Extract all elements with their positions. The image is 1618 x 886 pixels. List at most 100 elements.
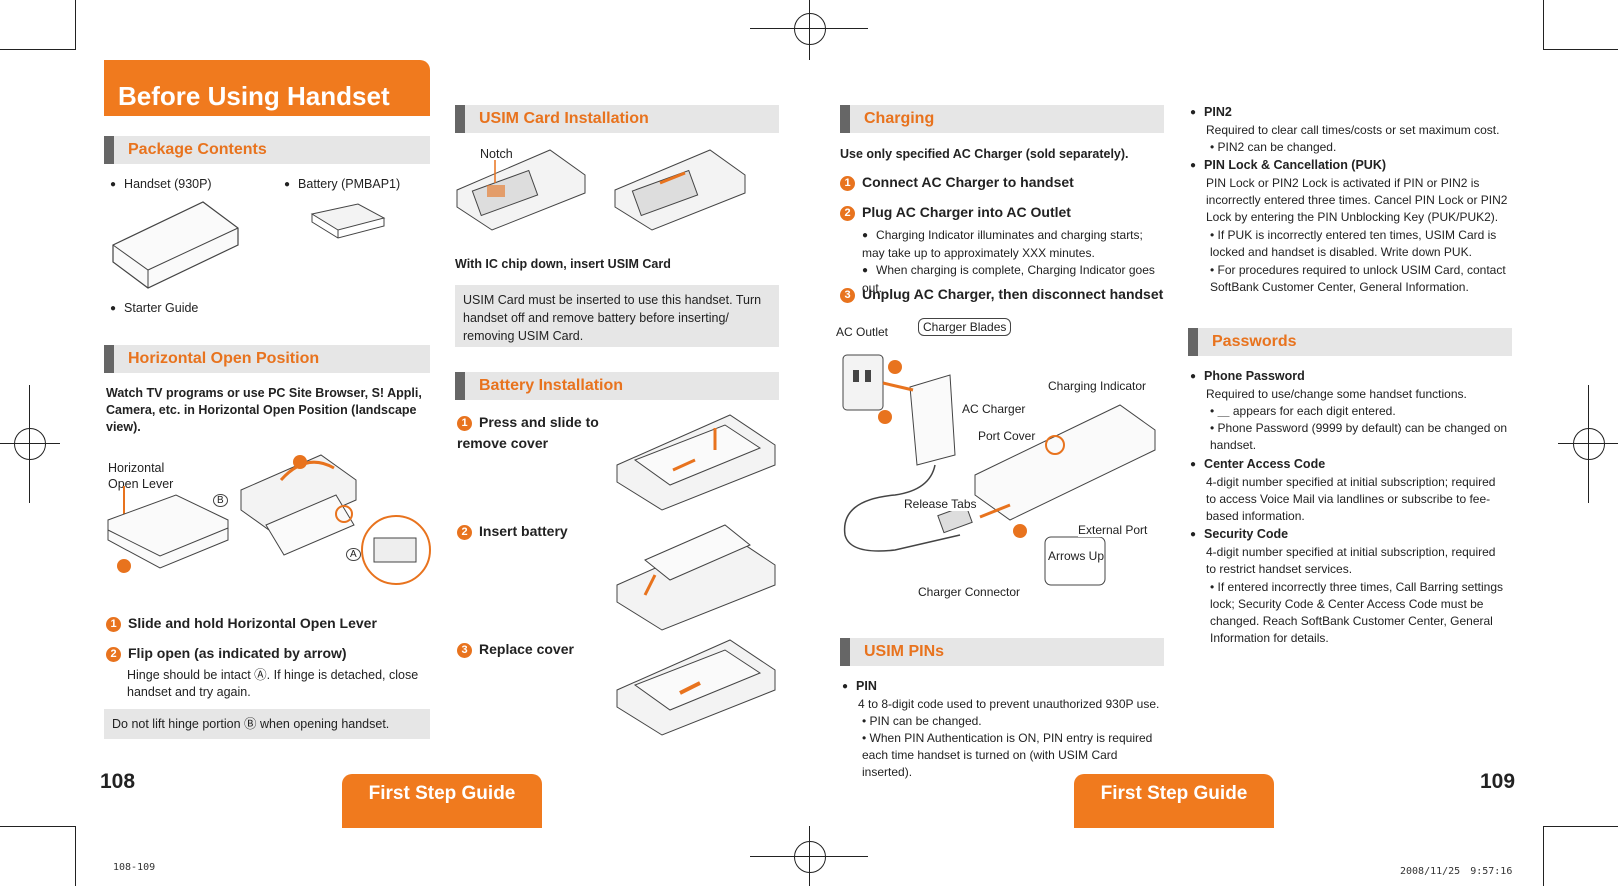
crop-mark bbox=[1543, 49, 1618, 50]
registration-mark bbox=[794, 841, 826, 873]
security-code-bullet-1: • If entered incorrectly three times, Ca… bbox=[1210, 580, 1503, 645]
lock-bullet-2-text: For procedures required to unlock USIM C… bbox=[1210, 263, 1506, 294]
package-item-battery: Battery (PMBAP1) bbox=[284, 176, 400, 194]
crop-mark bbox=[75, 826, 76, 886]
section-heading-package-contents: Package Contents bbox=[104, 136, 430, 164]
lock-title: PIN Lock & Cancellation (PUK) bbox=[1190, 157, 1386, 175]
battery-step-1-text: Press and slide to remove cover bbox=[457, 414, 599, 451]
lock-bullet-1: • If PUK is incorrectly entered ten time… bbox=[1210, 228, 1497, 259]
horizontal-step-2-text: Flip open (as indicated by arrow) bbox=[128, 645, 347, 661]
pin2-bullet-1-text: PIN2 can be changed. bbox=[1217, 140, 1337, 154]
page-number-left: 108 bbox=[100, 770, 136, 793]
label-release-tabs: Release Tabs bbox=[904, 497, 977, 511]
battery-cover-replace-illustration bbox=[616, 639, 776, 736]
usim-instruction: With IC chip down, insert USIM Card bbox=[455, 257, 671, 271]
handset-closed-illustration bbox=[112, 201, 239, 289]
pin2-bullet-1: • PIN2 can be changed. bbox=[1210, 140, 1337, 154]
page-title: Before Using Handset bbox=[104, 60, 430, 116]
pin-title: PIN bbox=[842, 678, 877, 696]
footer-tab-right: First Step Guide bbox=[1074, 774, 1274, 828]
registration-mark bbox=[1573, 428, 1605, 460]
charging-step-2-text: Plug AC Charger into AC Outlet bbox=[862, 204, 1071, 220]
horizontal-intro: Watch TV programs or use PC Site Browser… bbox=[106, 386, 422, 434]
label-arrows-up: Arrows Up bbox=[1048, 549, 1105, 563]
package-item-starter-guide: Starter Guide bbox=[110, 300, 198, 318]
charging-bullet-2: When charging is complete, Charging Indi… bbox=[862, 262, 1162, 297]
horizontal-open-illustration bbox=[107, 454, 431, 585]
hinge-mark-a: A bbox=[346, 548, 361, 561]
section-heading-passwords: Passwords bbox=[1188, 328, 1512, 356]
phone-password-bullet-2-text: Phone Password (9999 by default) can be … bbox=[1210, 421, 1508, 452]
phone-password-bullet-1-text: ＿ appears for each digit entered. bbox=[1217, 404, 1396, 418]
registration-mark bbox=[14, 428, 46, 460]
pin-bullet-1: • PIN can be changed. bbox=[862, 714, 982, 728]
label-charger-blades: Charger Blades bbox=[918, 318, 1012, 336]
center-access-title: Center Access Code bbox=[1190, 456, 1325, 474]
charging-intro: Use only specified AC Charger (sold sepa… bbox=[840, 147, 1129, 161]
security-code-desc: 4-digit number specified at initial subs… bbox=[1206, 545, 1496, 576]
phone-password-bullet-1: • ＿ appears for each digit entered. bbox=[1210, 404, 1396, 418]
file-label: 108-109 bbox=[113, 862, 156, 873]
battery-insert-illustration bbox=[616, 524, 776, 631]
charging-bullet-1: Charging Indicator illuminates and charg… bbox=[862, 227, 1162, 262]
label-charging-indicator: Charging Indicator bbox=[1048, 379, 1147, 393]
page-number-right: 109 bbox=[1480, 770, 1516, 793]
battery-illustration bbox=[310, 203, 386, 239]
label-ac-charger: AC Charger bbox=[962, 402, 1026, 416]
section-heading-usim-installation: USIM Card Installation bbox=[455, 105, 779, 133]
battery-step-3-text: Replace cover bbox=[479, 641, 574, 657]
label-ac-outlet: AC Outlet bbox=[836, 325, 889, 339]
pin-bullet-2: • When PIN Authentication is ON, PIN ent… bbox=[862, 731, 1153, 779]
crop-mark bbox=[0, 49, 75, 50]
hinge-mark-b: B bbox=[213, 494, 228, 507]
center-access-desc: 4-digit number specified at initial subs… bbox=[1206, 475, 1496, 523]
pin-bullet-2-text: When PIN Authentication is ON, PIN entry… bbox=[862, 731, 1153, 779]
section-heading-charging: Charging bbox=[840, 105, 1164, 133]
phone-password-bullet-2: • Phone Password (9999 by default) can b… bbox=[1210, 421, 1508, 452]
crop-mark bbox=[1543, 0, 1544, 50]
label-charger-connector: Charger Connector bbox=[918, 585, 1021, 599]
package-item-handset: Handset (930P) bbox=[110, 176, 212, 194]
section-heading-battery-installation: Battery Installation bbox=[455, 372, 779, 400]
charging-step-3-text: Unplug AC Charger, then disconnect hands… bbox=[862, 286, 1164, 302]
crop-mark bbox=[1543, 826, 1618, 827]
section-heading-horizontal-open: Horizontal Open Position bbox=[104, 345, 430, 373]
charging-step-1-text: Connect AC Charger to handset bbox=[862, 174, 1074, 190]
battery-cover-remove-illustration bbox=[616, 414, 776, 511]
section-heading-usim-pins: USIM PINs bbox=[840, 638, 1164, 666]
pin-desc: 4 to 8-digit code used to prevent unauth… bbox=[858, 697, 1160, 711]
usim-note: USIM Card must be inserted to use this h… bbox=[455, 285, 779, 347]
label-external-port: External Port bbox=[1078, 523, 1148, 537]
crop-mark bbox=[1543, 826, 1544, 886]
horizontal-step-1-text: Slide and hold Horizontal Open Lever bbox=[128, 615, 377, 631]
horizontal-step-2-note: Hinge should be intact Ⓐ. If hinge is de… bbox=[127, 668, 419, 699]
phone-password-title: Phone Password bbox=[1190, 368, 1305, 386]
hinge-warning-note: Do not lift hinge portion Ⓑ when opening… bbox=[104, 709, 430, 739]
timestamp-label: 2008/11/25 9:57:16 bbox=[1400, 866, 1513, 877]
security-code-title: Security Code bbox=[1190, 526, 1288, 544]
registration-mark bbox=[794, 13, 826, 45]
pin2-desc: Required to clear call times/costs or se… bbox=[1206, 123, 1500, 137]
usim-insert-illustration bbox=[456, 149, 746, 231]
phone-password-desc: Required to use/change some handset func… bbox=[1206, 387, 1467, 401]
crop-mark bbox=[75, 0, 76, 50]
security-code-bullet-1-text: If entered incorrectly three times, Call… bbox=[1210, 580, 1503, 645]
pin-bullet-1-text: PIN can be changed. bbox=[869, 714, 982, 728]
lock-desc: PIN Lock or PIN2 Lock is activated if PI… bbox=[1206, 176, 1508, 224]
charging-illustration bbox=[842, 354, 1156, 586]
footer-tab-left: First Step Guide bbox=[342, 774, 542, 828]
battery-step-2-text: Insert battery bbox=[479, 523, 568, 539]
usim-notch-label: Notch bbox=[480, 147, 513, 161]
label-port-cover: Port Cover bbox=[978, 429, 1036, 443]
pin2-title: PIN2 bbox=[1190, 104, 1232, 122]
lock-bullet-1-text: If PUK is incorrectly entered ten times,… bbox=[1210, 228, 1497, 259]
crop-mark bbox=[0, 826, 75, 827]
